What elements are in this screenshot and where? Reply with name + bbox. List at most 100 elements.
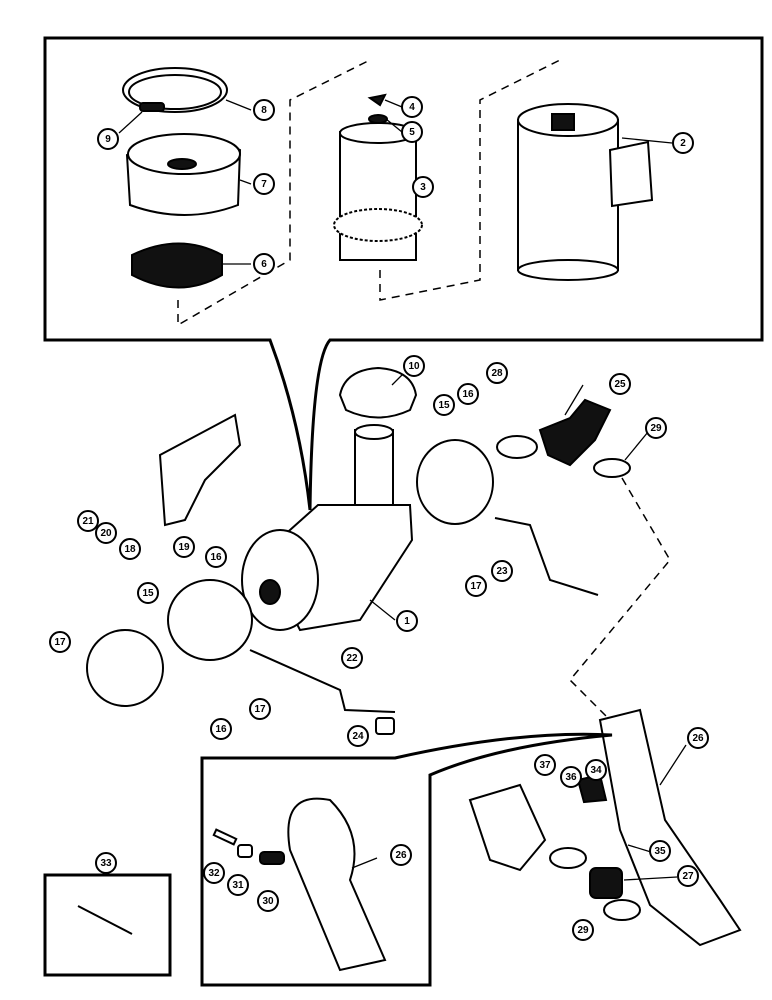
callout-number: 25 [614,379,626,390]
callout-number: 31 [232,880,244,891]
callout-circle [253,253,275,275]
callout-circle [687,727,709,749]
callout-35: 35 [649,840,671,862]
callout-circle [203,862,225,884]
callout-number: 2 [680,138,686,149]
callout-29: 29 [645,417,667,439]
callout-21: 21 [77,510,99,532]
inset-frame-bottom [200,732,613,987]
callout-20: 20 [95,522,117,544]
callout-circle [253,99,275,121]
filter-pleats [333,208,423,242]
callout-number: 28 [491,368,503,379]
callout-number: 24 [352,731,364,742]
callout-circle [649,840,671,862]
spacer [375,717,395,735]
callout-number: 27 [682,871,694,882]
callout-37: 37 [534,754,556,776]
cleaner-body [517,119,619,271]
alignment-line-right [379,59,561,301]
clamp-bolt [139,102,165,112]
callout-32: 32 [203,862,225,884]
callout-number: 32 [208,868,220,879]
callout-19: 19 [173,536,195,558]
alignment-line-hose [568,477,671,731]
callout-number: 15 [142,588,154,599]
callout-17: 17 [465,575,487,597]
pre-cleaner-sleeve [131,242,223,289]
band-clamp-left-rear [86,629,164,707]
intake-stack-top [354,424,394,440]
callout-26: 26 [390,844,412,866]
band-clamp-right [416,439,494,525]
callout-circle [672,132,694,154]
callout-26: 26 [687,727,709,749]
callout-circle [119,538,141,560]
callout-number: 29 [650,423,662,434]
callout-number: 18 [124,544,136,555]
clamp-ring-inner [128,74,222,110]
callout-34: 34 [585,759,607,781]
callout-25: 25 [609,373,631,395]
sealing-washer [368,114,388,124]
callout-3: 3 [412,176,434,198]
support-brace-upper [494,517,599,596]
callout-circle [97,128,119,150]
band-clamp-left-front [167,579,253,661]
center-stud [551,113,575,131]
callout-number: 16 [462,389,474,400]
callout-15: 15 [433,394,455,416]
callout-number: 35 [654,846,666,857]
callout-10: 10 [403,355,425,377]
callout-18: 18 [119,538,141,560]
callout-circle [210,718,232,740]
callout-circle [491,560,513,582]
callout-number: 9 [105,134,111,145]
callout-27: 27 [677,865,699,887]
callout-33: 33 [95,852,117,874]
callout-number: 16 [215,724,227,735]
support-brace-lower [249,649,396,713]
callout-circle [95,852,117,874]
callout-number: 33 [100,858,112,869]
callout-circle [457,383,479,405]
hose-clamp-elbow [593,458,631,478]
callout-2: 2 [672,132,694,154]
callout-number: 26 [395,850,407,861]
callout-24: 24 [347,725,369,747]
callout-number: 26 [692,733,704,744]
callout-17: 17 [249,698,271,720]
callout-circle [560,766,582,788]
callout-number: 17 [470,581,482,592]
callout-number: 20 [100,528,112,539]
callout-number: 17 [254,704,266,715]
mounting-bracket [158,413,242,527]
callout-circle [173,536,195,558]
intake-hose [598,708,742,947]
main-body-end [241,529,319,631]
callout-circle [585,759,607,781]
callout-circle [465,575,487,597]
hose-section [287,797,387,972]
callout-number: 22 [346,653,358,664]
callout-15: 15 [137,582,159,604]
carburetor-inlet [468,783,547,872]
leader-lines [118,99,687,881]
inset-frame-top [43,36,764,511]
callout-number: 3 [420,182,426,193]
callout-circle [572,919,594,941]
hose-fitting [259,851,285,865]
callout-number: 15 [438,400,450,411]
callout-circle [645,417,667,439]
cleaner-body-bottom [517,259,619,281]
callout-16: 16 [457,383,479,405]
cleaner-outlet [608,140,654,208]
callout-circle [433,394,455,416]
callout-number: 17 [54,637,66,648]
callout-circle [390,844,412,866]
callout-circle [341,647,363,669]
callout-circle [677,865,699,887]
rain-cap [338,366,418,419]
